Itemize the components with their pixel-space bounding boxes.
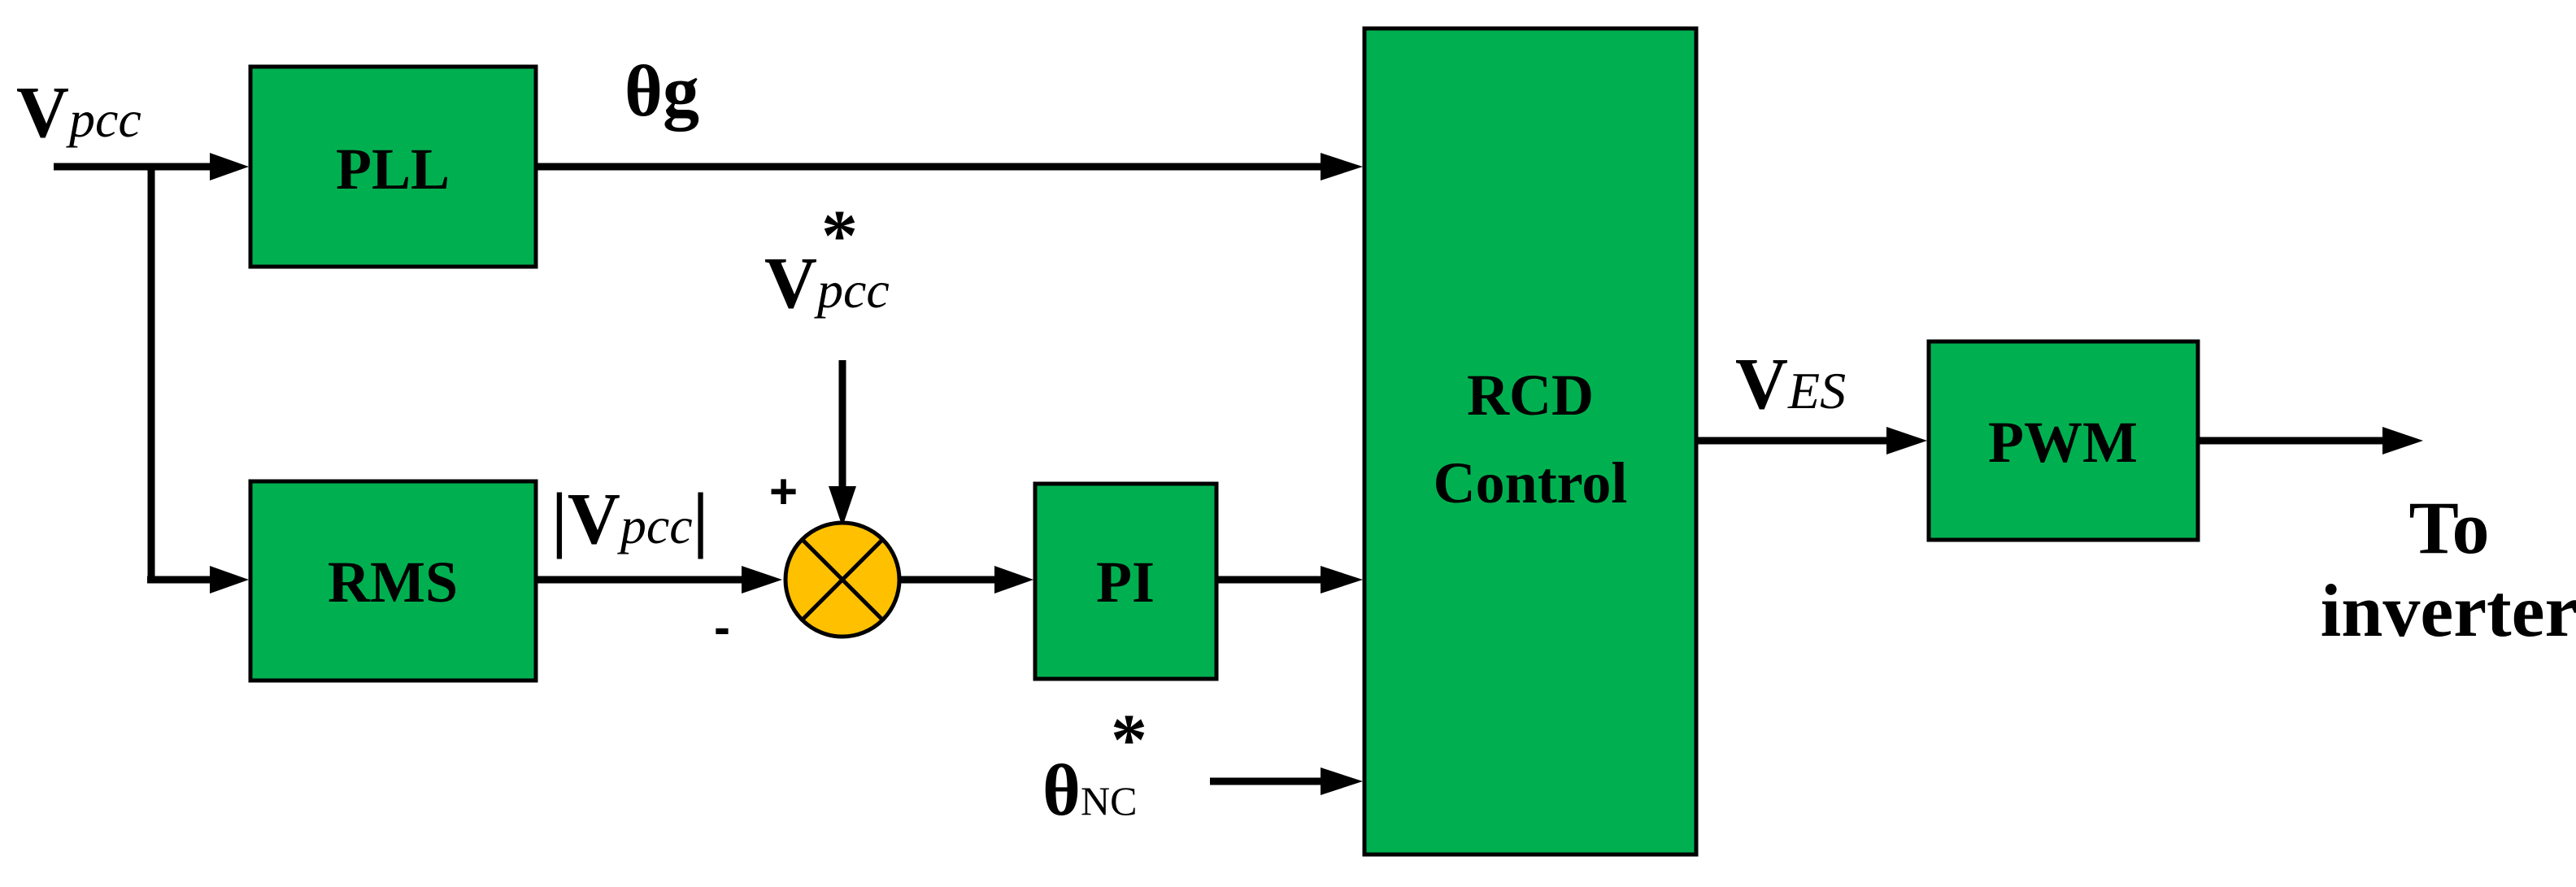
arrowhead-summer-plus bbox=[829, 486, 856, 527]
output-label-line2: inverter bbox=[2321, 569, 2576, 652]
arrowhead-rcd-pi bbox=[1321, 566, 1363, 594]
arrowhead-summer-minus bbox=[742, 566, 782, 594]
theta-nc-label: θNC bbox=[1042, 750, 1137, 831]
rcd-label-line2: Control bbox=[1434, 450, 1628, 515]
pwm-label: PWM bbox=[1988, 410, 2138, 475]
rcd-control-block: RCD Control bbox=[1362, 26, 1699, 857]
vpcc-ref-star: * bbox=[821, 196, 858, 276]
output-label-line1: To bbox=[2409, 486, 2490, 569]
rms-label: RMS bbox=[328, 550, 458, 615]
pwm-block: PWM bbox=[1926, 339, 2200, 542]
arrowhead-pll-input bbox=[210, 153, 249, 180]
pll-label: PLL bbox=[336, 137, 450, 202]
arrowhead-output bbox=[2382, 427, 2423, 454]
arrowhead-rms-input bbox=[210, 566, 249, 594]
arrowhead-pwm-input bbox=[1886, 427, 1927, 454]
pi-label: PI bbox=[1096, 550, 1155, 615]
theta-g-label: θg bbox=[624, 51, 699, 132]
rms-block: RMS bbox=[248, 479, 538, 683]
pll-block: PLL bbox=[248, 64, 538, 269]
summing-junction bbox=[783, 520, 902, 639]
theta-nc-star: * bbox=[1111, 700, 1147, 780]
arrowhead-rcd-thetanc bbox=[1321, 767, 1363, 795]
rcd-label-line1: RCD bbox=[1467, 363, 1594, 428]
ves-label: VES bbox=[1735, 344, 1846, 424]
pi-block: PI bbox=[1033, 481, 1219, 681]
vpcc-ref-label: Vpcc bbox=[764, 243, 890, 324]
summer-minus-sign: - bbox=[714, 600, 730, 654]
arrowhead-rcd-theta-g bbox=[1321, 153, 1363, 180]
vpcc-magnitude-label: |Vpcc| bbox=[551, 479, 708, 559]
arrowhead-pi-input bbox=[994, 566, 1033, 594]
summer-plus-sign: + bbox=[769, 464, 798, 519]
vpcc-input-label: Vpcc bbox=[16, 72, 141, 153]
